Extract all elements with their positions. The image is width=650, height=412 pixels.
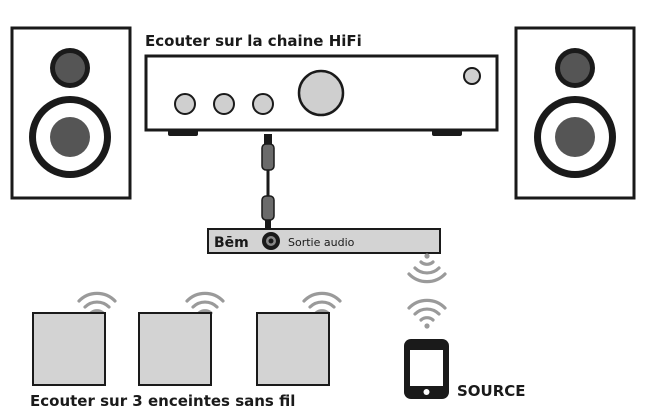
left-speaker-icon: [10, 26, 132, 200]
audio-jack-icon: [262, 232, 280, 250]
source-label: SOURCE: [457, 382, 526, 400]
amplifier-icon: [144, 54, 499, 136]
right-speaker-icon: [514, 26, 636, 200]
hifi-title: Ecouter sur la chaine HiFi: [145, 32, 362, 50]
smartphone-icon: [404, 339, 449, 399]
wireless-speaker-2: [138, 312, 212, 386]
bem-wifi-icon: [407, 251, 447, 284]
bem-brand: Bēm: [214, 235, 249, 251]
wireless-title: Ecouter sur 3 enceintes sans fil: [30, 392, 295, 410]
bem-receiver-box: Bēm Sortie audio: [207, 228, 441, 254]
wireless-speaker-3: [256, 312, 330, 386]
phone-wifi-icon: [407, 298, 447, 331]
wireless-speaker-1: [32, 312, 106, 386]
audio-cable-icon: [261, 134, 275, 229]
audio-output-label: Sortie audio: [288, 236, 355, 249]
